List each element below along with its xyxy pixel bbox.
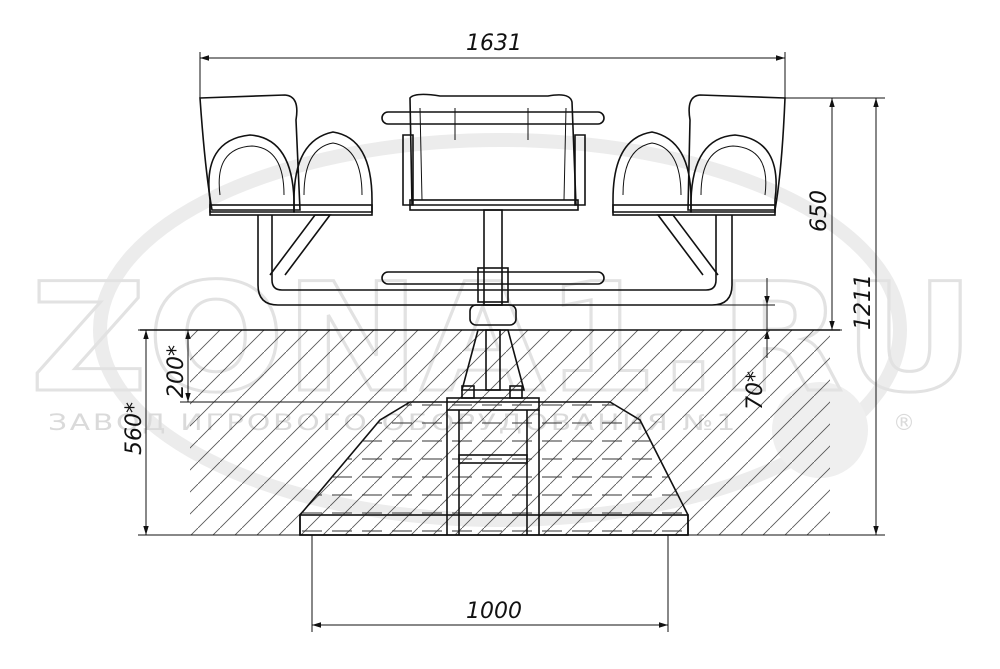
dim-overall-width: 1631 [466, 31, 522, 56]
foundation-fill [300, 402, 688, 535]
dim-clearance: 70* [743, 371, 768, 410]
seat-left-side [293, 131, 373, 213]
center-handle-bar [381, 111, 605, 125]
seat-center [381, 93, 605, 211]
dimensions: 1631 650 1211 70* 200* 560* 1000 [122, 31, 885, 632]
seat-right [612, 94, 786, 216]
frame-pipe-inner [271, 215, 717, 291]
seat-left [199, 94, 373, 216]
dim-total-height: 1211 [851, 274, 876, 330]
anchor-nut-left [461, 385, 475, 399]
center-seat-armrests [402, 134, 586, 206]
dim-pipe-depth: 200* [164, 345, 189, 398]
foundation-slab [299, 514, 689, 536]
foot-rest-bar [381, 271, 605, 285]
seat-left-back [199, 94, 301, 211]
concrete-foundation [299, 401, 689, 545]
dim-foundation-depth: 560* [122, 402, 147, 455]
anchor-crossbar [458, 454, 528, 464]
dim-seat-height: 650 [807, 190, 832, 232]
anchor-plate [446, 397, 540, 411]
frame-pipe-outer [257, 215, 733, 306]
center-seat-back [409, 93, 577, 206]
watermark-registered-mark: ® [893, 411, 917, 436]
dim-base-width: 1000 [466, 599, 522, 624]
anchor-frame [446, 385, 540, 535]
anchor-nut-right [509, 385, 523, 399]
seat-right-side [612, 131, 692, 213]
